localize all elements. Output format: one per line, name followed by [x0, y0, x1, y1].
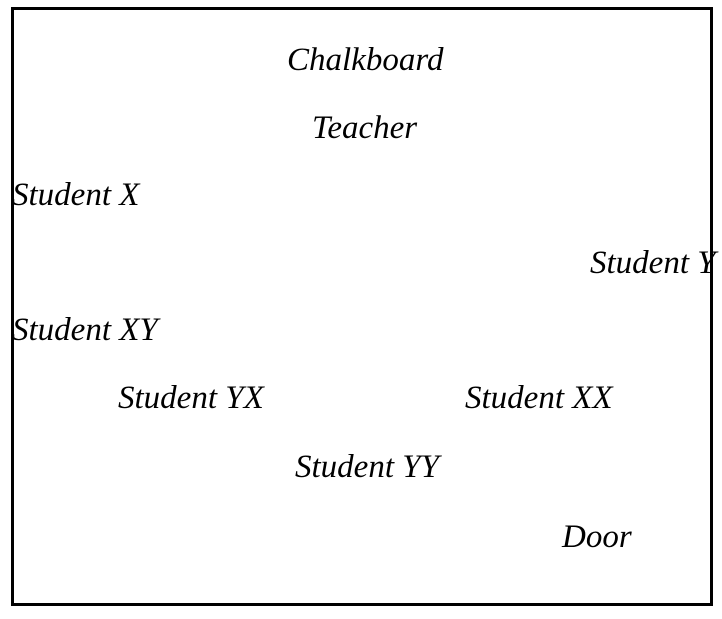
- student-xx-label: Student XX: [465, 380, 613, 416]
- chalkboard-label: Chalkboard: [287, 42, 444, 78]
- student-x-label: Student X: [12, 177, 140, 213]
- student-yx-label: Student YX: [118, 380, 264, 416]
- teacher-label: Teacher: [312, 110, 418, 146]
- student-y-label: Student Y: [590, 245, 716, 281]
- student-xy-label: Student XY: [12, 312, 158, 348]
- student-yy-label: Student YY: [295, 449, 439, 485]
- classroom-boundary: Chalkboard Teacher Student X Student Y S…: [11, 7, 716, 606]
- door-label: Door: [562, 519, 632, 555]
